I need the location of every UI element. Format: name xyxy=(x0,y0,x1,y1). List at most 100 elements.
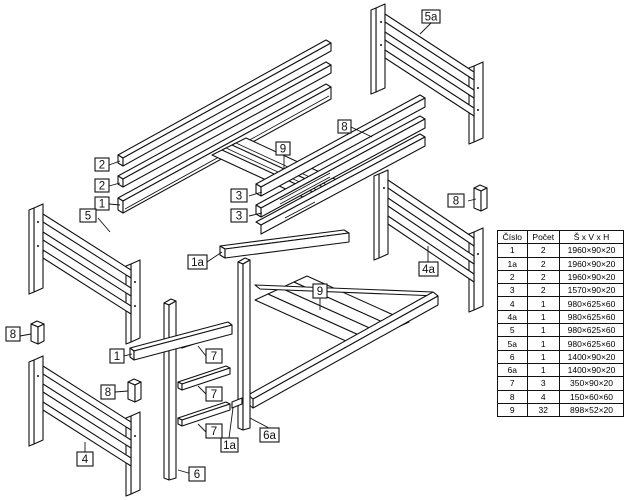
callout-1a: 1a xyxy=(187,254,208,270)
rail-1a xyxy=(219,229,350,259)
svg-text:3: 3 xyxy=(236,211,242,223)
callout-7-a: 7 xyxy=(205,348,223,364)
cell-part-number: 1 xyxy=(497,243,528,258)
cell-part-number: 4 xyxy=(497,296,528,311)
lower-frame-slats-9 xyxy=(247,275,439,409)
cell-count: 2 xyxy=(526,243,561,258)
callout-6: 6 xyxy=(188,466,206,482)
svg-text:3: 3 xyxy=(236,191,242,203)
cell-count: 1 xyxy=(526,323,561,338)
cell-part-number: 1a xyxy=(497,256,528,271)
svg-text:1a: 1a xyxy=(191,257,204,269)
upper-rails-2 xyxy=(117,39,332,214)
cell-dimensions: 150×60×60 xyxy=(559,389,624,404)
header-pocet: Počet xyxy=(526,229,561,245)
callout-2-a: 2 xyxy=(94,157,110,172)
callout-5: 5 xyxy=(79,208,97,223)
cell-dimensions: 1960×90×20 xyxy=(559,243,624,258)
cell-part-number: 6a xyxy=(497,362,528,378)
svg-text:6: 6 xyxy=(194,469,200,481)
headboard-5a xyxy=(370,3,484,145)
upper-side-rails xyxy=(255,94,426,235)
callout-1-top: 1 xyxy=(94,196,110,211)
cell-dimensions: 898×52×20 xyxy=(559,402,624,418)
cell-part-number: 9 xyxy=(497,402,528,418)
cell-dimensions: 980×625×60 xyxy=(559,309,624,325)
post-6a xyxy=(231,257,251,431)
cell-part-number: 2 xyxy=(497,269,528,285)
cell-count: 3 xyxy=(526,376,561,391)
callout-8-left: 8 xyxy=(5,326,21,342)
header-rozmery: Š x V x H xyxy=(559,229,624,245)
callout-2-b: 2 xyxy=(94,178,110,193)
cell-count: 32 xyxy=(526,402,561,418)
cell-count: 1 xyxy=(526,296,561,311)
cell-dimensions: 1400×90×20 xyxy=(559,349,624,364)
cell-count: 2 xyxy=(526,269,561,285)
cell-dimensions: 980×625×60 xyxy=(559,336,624,351)
svg-text:1: 1 xyxy=(114,351,120,363)
cell-dimensions: 350×90×20 xyxy=(559,376,624,391)
cell-count: 1 xyxy=(526,349,561,364)
rail-1 xyxy=(129,321,233,361)
callout-7-b: 7 xyxy=(205,386,223,402)
cell-count: 4 xyxy=(526,389,561,404)
svg-text:8: 8 xyxy=(10,329,16,341)
cell-part-number: 5 xyxy=(497,323,528,338)
callout-5a: 5a xyxy=(421,9,441,24)
cell-count: 1 xyxy=(526,309,561,325)
cell-part-number: 6 xyxy=(497,349,528,364)
callout-9-mid: 9 xyxy=(312,283,328,299)
cell-part-number: 8 xyxy=(497,389,528,404)
svg-text:8: 8 xyxy=(453,196,459,208)
svg-text:2: 2 xyxy=(99,181,105,193)
cell-part-number: 5a xyxy=(497,336,528,351)
svg-text:9: 9 xyxy=(317,286,323,298)
callout-8-low: 8 xyxy=(100,384,116,400)
cell-count: 1 xyxy=(526,362,561,378)
callout-4a: 4a xyxy=(418,261,439,277)
callout-3-a: 3 xyxy=(230,188,248,203)
callout-3-b: 3 xyxy=(230,208,248,223)
svg-text:7: 7 xyxy=(211,426,217,438)
svg-text:1: 1 xyxy=(99,199,105,211)
svg-text:9: 9 xyxy=(280,144,286,156)
leg-block-8-right xyxy=(473,184,488,212)
callout-6a: 6a xyxy=(259,427,280,443)
cell-count: 1 xyxy=(526,336,561,351)
svg-text:1a: 1a xyxy=(223,440,236,452)
cell-dimensions: 1960×90×20 xyxy=(559,269,624,285)
svg-text:8: 8 xyxy=(105,387,111,399)
leg-block-8-low xyxy=(127,378,142,403)
cell-count: 2 xyxy=(526,256,561,271)
callout-7-c: 7 xyxy=(205,423,223,439)
headboard-4 xyxy=(28,355,141,497)
callout-9-top: 9 xyxy=(275,141,291,156)
leg-block-8-left xyxy=(30,320,45,345)
cell-dimensions: 980×625×60 xyxy=(559,323,624,338)
callout-1-mid: 1 xyxy=(109,348,125,364)
svg-text:5: 5 xyxy=(85,211,91,223)
svg-text:7: 7 xyxy=(211,351,217,363)
svg-text:6a: 6a xyxy=(263,430,276,442)
cell-dimensions: 1570×90×20 xyxy=(559,283,624,298)
svg-text:2: 2 xyxy=(99,160,105,172)
cell-dimensions: 1960×90×20 xyxy=(559,256,624,271)
svg-text:8: 8 xyxy=(341,122,347,134)
svg-text:5a: 5a xyxy=(425,12,438,24)
callout-8-top: 8 xyxy=(337,119,352,134)
